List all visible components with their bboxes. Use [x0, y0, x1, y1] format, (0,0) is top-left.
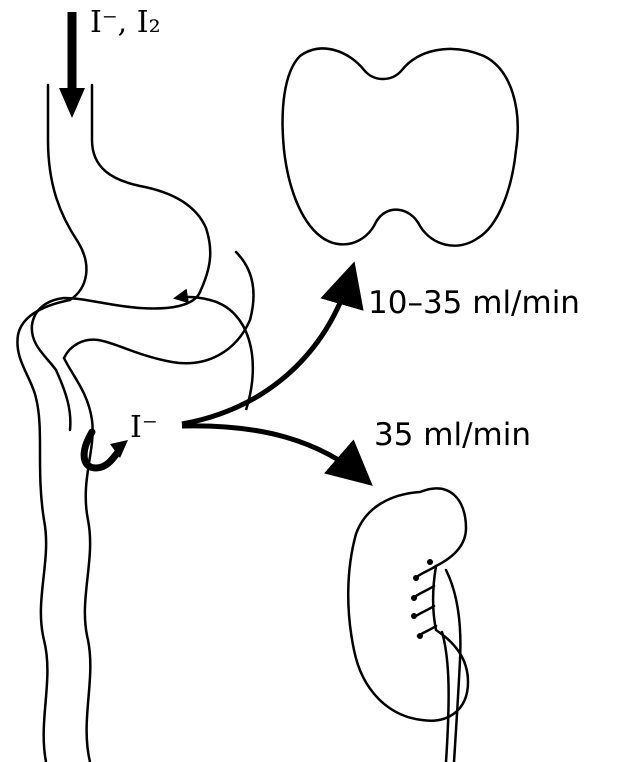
esophagus-left-wall [17, 85, 86, 762]
esophagus-right-wall [92, 85, 210, 292]
thyroid-gland [283, 49, 518, 246]
intestine-right-wall [64, 358, 93, 762]
thyroid-clearance-label: 10–35 ml/min [368, 288, 580, 319]
iodide-label: I⁻ [130, 413, 158, 443]
renal-excretion-arrow [182, 426, 366, 480]
intake-label: I⁻, I₂ [90, 8, 161, 38]
intake-arrow [59, 12, 85, 118]
thyroid-uptake-arrow [182, 270, 352, 424]
stomach-secretion-arrow [176, 297, 253, 410]
intestine-inner-wall [56, 370, 70, 430]
kidney [348, 488, 468, 762]
kidney-clearance-label: 35 ml/min [374, 420, 531, 451]
